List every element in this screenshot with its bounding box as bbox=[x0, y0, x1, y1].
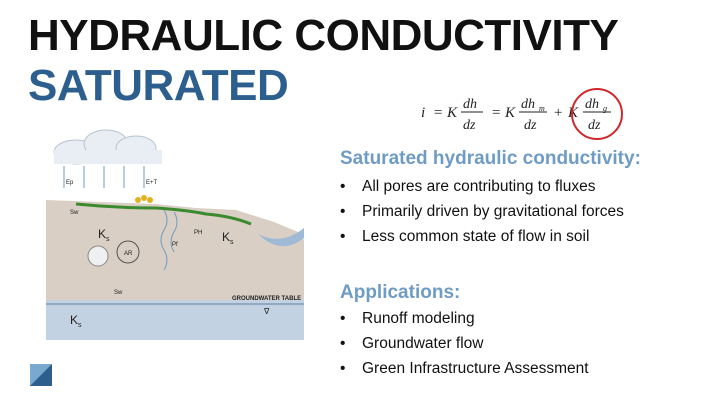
ar-label: AR bbox=[124, 251, 133, 257]
ph-label: PH bbox=[194, 230, 202, 236]
saturated-bullet: Less common state of flow in soil bbox=[340, 224, 624, 249]
slide-subtitle: SATURATED bbox=[28, 61, 289, 110]
logo-icon bbox=[30, 364, 52, 386]
eq-den-3: dz bbox=[588, 118, 601, 133]
saturated-bullet: All pores are contributing to fluxes bbox=[340, 174, 624, 199]
ks-right-label: K bbox=[222, 230, 230, 244]
ep-label: Ep bbox=[66, 180, 74, 186]
application-bullet: Groundwater flow bbox=[340, 331, 589, 356]
ks-left-sub: s bbox=[106, 236, 110, 243]
application-bullet: Runoff modeling bbox=[340, 306, 589, 331]
etr-label: E+T bbox=[146, 180, 158, 186]
eq-equals-1: = bbox=[433, 105, 443, 121]
eq-sub-g: g bbox=[603, 104, 607, 113]
application-bullet: Green Infrastructure Assessment bbox=[340, 356, 589, 381]
eq-num-2: dh bbox=[521, 97, 535, 112]
saturated-bullet-list: All pores are contributing to fluxes Pri… bbox=[340, 174, 624, 249]
water-table-symbol: ∇ bbox=[263, 307, 270, 316]
slide-title: HYDRAULIC CONDUCTIVITY bbox=[28, 11, 619, 60]
eq-num-1: dh bbox=[463, 97, 477, 112]
eq-lhs: i bbox=[421, 105, 425, 121]
eq-sub-m: m bbox=[539, 104, 545, 113]
eq-den-1: dz bbox=[463, 118, 476, 133]
eq-plus: + bbox=[553, 105, 563, 121]
soil-water-diagram: K s K s K s AR PH Pf Ep E+T Sw Sw GROUND… bbox=[36, 128, 306, 340]
ks-right-sub: s bbox=[230, 239, 234, 246]
groundwater-table-label: GROUNDWATER TABLE bbox=[232, 296, 301, 302]
eq-den-2: dz bbox=[524, 118, 537, 133]
sw-label: Sw bbox=[70, 210, 79, 216]
applications-bullet-list: Runoff modeling Groundwater flow Green I… bbox=[340, 306, 589, 381]
sw-label: Sw bbox=[114, 290, 123, 296]
saturated-heading: Saturated hydraulic conductivity: bbox=[340, 148, 641, 169]
highlight-circle bbox=[571, 88, 623, 140]
eq-coef-1: K bbox=[446, 105, 458, 121]
pf-label: Pf bbox=[172, 242, 178, 248]
ks-bottom-sub: s bbox=[78, 322, 82, 329]
equation-svg: i = K dh dz = K dh m dz + K dh g dz bbox=[421, 88, 623, 140]
saturated-bullet: Primarily driven by gravitational forces bbox=[340, 199, 624, 224]
eq-num-3: dh bbox=[585, 97, 599, 112]
applications-heading: Applications: bbox=[340, 282, 461, 303]
eq-equals-2: = bbox=[491, 105, 501, 121]
ks-left-label: K bbox=[98, 227, 106, 241]
eq-coef-2: K bbox=[504, 105, 516, 121]
conductivity-equation: i = K dh dz = K dh m dz + K dh g dz bbox=[405, 84, 640, 140]
diagram-svg: K s K s K s AR PH Pf Ep E+T Sw Sw GROUND… bbox=[46, 129, 304, 340]
ks-bottom-label: K bbox=[70, 313, 78, 327]
